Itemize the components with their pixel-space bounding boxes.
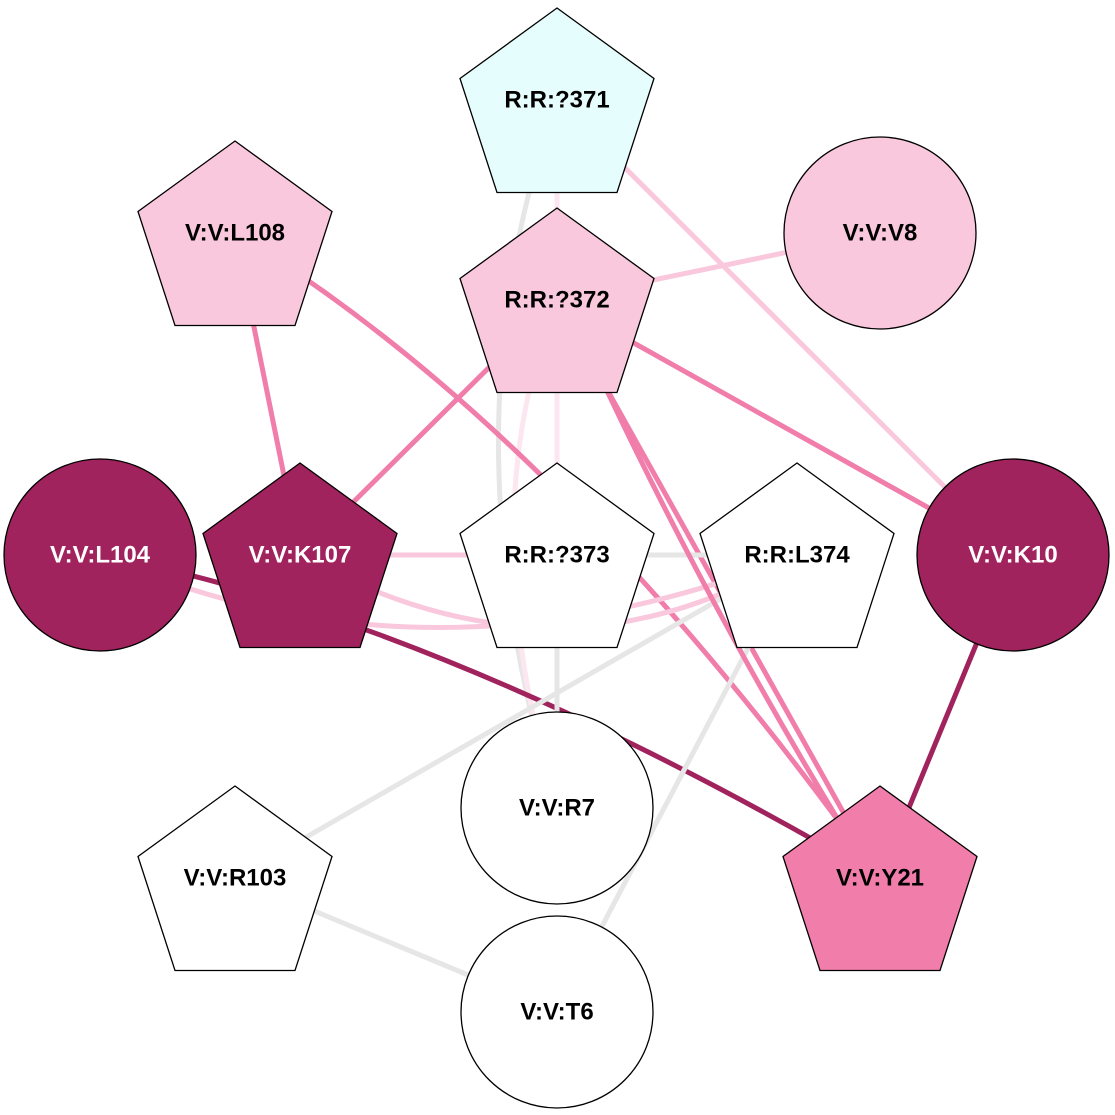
node-label: R:R:?372 (504, 287, 609, 314)
node-pentagon-shape (459, 7, 655, 194)
node-circle-shape (460, 915, 654, 1109)
node-r-r-373[interactable]: R:R:?373 (459, 462, 655, 649)
node-circle-shape (460, 711, 654, 905)
node-pentagon-shape (459, 462, 655, 649)
node-v-v-l104[interactable]: V:V:L104 (3, 458, 197, 652)
node-v-v-k107[interactable]: V:V:K107 (202, 462, 398, 649)
edge-r-r-371-to-v-v-k10 (555, 98, 1015, 557)
node-v-v-k10[interactable]: V:V:K10 (916, 458, 1110, 652)
node-pentagon-shape (699, 462, 895, 649)
edge-r-r-l374-to-v-v-r103 (233, 552, 799, 881)
node-label: V:V:T6 (520, 999, 593, 1026)
node-circle-shape (916, 458, 1110, 652)
node-r-r-372[interactable]: R:R:?372 (459, 207, 655, 394)
node-r-r-371[interactable]: R:R:?371 (459, 7, 655, 194)
node-label: V:V:K10 (968, 542, 1057, 569)
node-label: V:V:R103 (184, 865, 287, 892)
node-v-v-y21[interactable]: V:V:Y21 (782, 785, 978, 972)
node-label: R:R:?373 (504, 542, 609, 569)
node-v-v-v8[interactable]: V:V:V8 (783, 136, 977, 330)
node-pentagon-shape (782, 785, 978, 972)
node-r-r-l374[interactable]: R:R:L374 (699, 462, 895, 649)
edge-v-v-l104-to-r-r-l374 (98, 552, 798, 630)
node-v-v-l108[interactable]: V:V:L108 (137, 140, 333, 327)
node-v-v-t6[interactable]: V:V:T6 (460, 915, 654, 1109)
node-label: V:V:K107 (249, 542, 352, 569)
node-label: R:R:?371 (504, 87, 609, 114)
node-label: R:R:L374 (744, 542, 850, 569)
node-pentagon-shape (459, 207, 655, 394)
node-circle-shape (3, 458, 197, 652)
node-label: V:V:V8 (843, 220, 918, 247)
node-pentagon-shape (137, 140, 333, 327)
node-label: V:V:R7 (519, 795, 595, 822)
node-pentagon-shape (202, 462, 398, 649)
node-label: V:V:Y21 (836, 865, 924, 892)
node-v-v-r7[interactable]: V:V:R7 (460, 711, 654, 905)
node-pentagon-shape (137, 785, 333, 972)
node-label: V:V:L108 (185, 220, 285, 247)
node-circle-shape (783, 136, 977, 330)
edge-v-v-l104-to-v-v-y21 (99, 552, 882, 881)
node-v-v-r103[interactable]: V:V:R103 (137, 785, 333, 972)
node-label: V:V:L104 (50, 542, 151, 569)
